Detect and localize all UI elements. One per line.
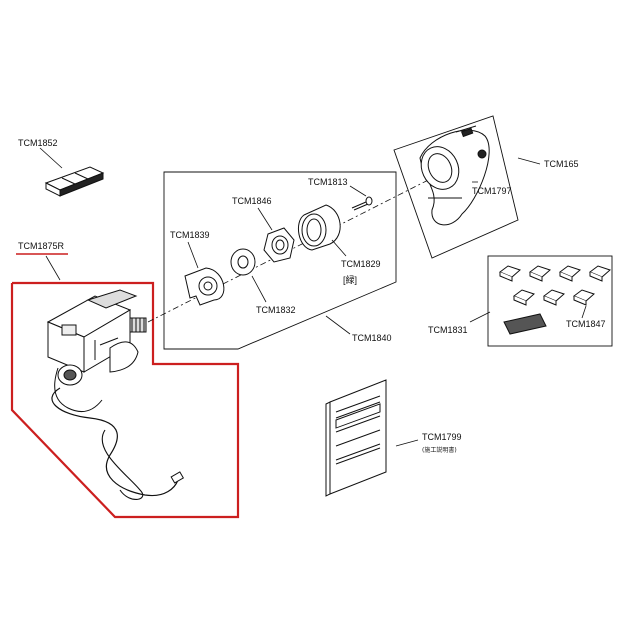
leader-tcm1847 (581, 305, 587, 319)
label-tcm1852: TCM1852 (18, 138, 58, 148)
label-tcm1813: TCM1813 (308, 177, 348, 187)
kit-box-tcm165 (393, 115, 519, 259)
nut-part (263, 227, 295, 263)
motor-cable-loop (101, 429, 144, 500)
motor-cable (51, 387, 179, 497)
leader-tcm1829 (331, 239, 347, 257)
assembly-axis (147, 169, 449, 323)
label-tcm1831: TCM1831 (428, 325, 468, 335)
motor-unit-part (46, 289, 147, 413)
leader-tcm1839 (187, 241, 199, 269)
label-tcm1799-note: (施工説明書) (422, 446, 457, 454)
bracket-plate-part (184, 267, 225, 306)
handle-knob-part (419, 125, 490, 226)
washer-part (230, 248, 256, 276)
highlight-outline-tcm1875r (10, 281, 240, 519)
leader-tcm1799 (395, 439, 419, 447)
leader-tcm1840 (325, 315, 351, 335)
kit-box-tcm1831 (487, 255, 613, 347)
label-tcm1875r: TCM1875R (18, 241, 65, 251)
label-tcm1797: TCM1797 (472, 186, 512, 196)
kit-box-tcm1840 (163, 171, 397, 350)
label-tcm1846: TCM1846 (232, 196, 272, 206)
label-tcm1840: TCM1840 (352, 333, 392, 343)
leader-tcm1813 (349, 185, 367, 197)
adhesive-pad-part (503, 313, 547, 335)
label-tcm165: TCM165 (544, 159, 579, 169)
label-tcm1839: TCM1839 (170, 230, 210, 240)
manual-booklet-part (325, 379, 387, 497)
label-tcm1829: TCM1829 (341, 259, 381, 269)
leader-tcm1831 (469, 311, 491, 323)
label-tcm1799: TCM1799 (422, 432, 462, 442)
label-tcm1829-note: [緑] (343, 274, 357, 285)
clip-set-part (499, 265, 611, 306)
cable-connector (170, 471, 185, 484)
leader-tcm165 (517, 157, 541, 165)
screw-part (351, 196, 373, 211)
leader-tcm1875r (45, 255, 61, 281)
label-tcm1832: TCM1832 (256, 305, 296, 315)
leader-tcm1832 (251, 275, 267, 303)
leader-tcm1852 (39, 147, 63, 169)
pad-strip-part (44, 166, 105, 197)
leader-tcm1846 (257, 207, 273, 231)
label-tcm1847: TCM1847 (566, 319, 606, 329)
cap-part (297, 204, 341, 251)
